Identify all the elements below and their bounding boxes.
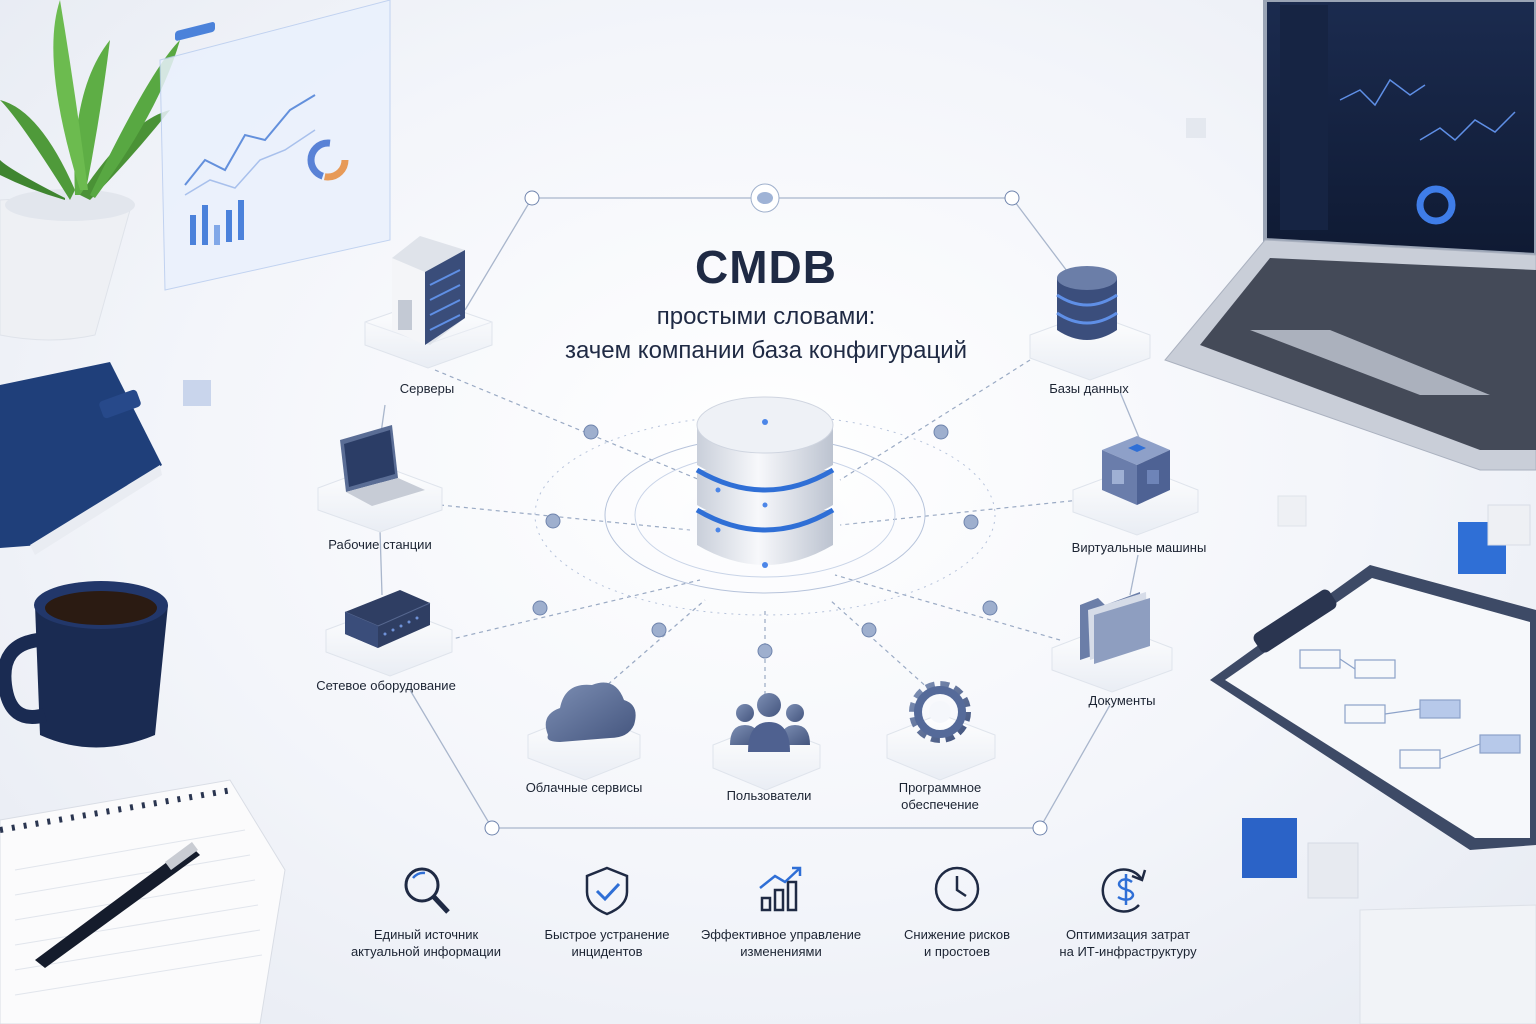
benefit-line1: Оптимизация затрат (1065, 927, 1191, 942)
benefit-line1: Быстрое устранение (544, 927, 670, 942)
cube-icon (1102, 436, 1170, 505)
cubes-decoration (183, 118, 1536, 1024)
benefit-line2: на ИТ-инфраструктуру (1059, 944, 1197, 959)
workstations-label: Рабочие станции (328, 537, 432, 552)
network-frame (379, 197, 1141, 829)
users-label: Пользователи (726, 788, 812, 803)
benefit-changes: Эффективное управление изменениями (686, 926, 876, 960)
network-switch-icon (344, 590, 431, 648)
users-group-icon (730, 693, 810, 752)
clock-icon (934, 866, 980, 912)
benefit-single-source: Единый источник актуальной информации (331, 926, 521, 960)
folder-icon (1080, 592, 1150, 664)
documents-label: Документы (1088, 693, 1156, 708)
page-subtitle-line1: простыми словами: (656, 303, 876, 330)
benefit-line1: Единый источник (373, 927, 479, 942)
page-subtitle-line2: зачем компании база конфигураций (564, 337, 968, 364)
database-icon (1056, 266, 1118, 340)
server-rack-icon (392, 236, 465, 345)
gear-icon (909, 681, 971, 743)
servers-label: Серверы (399, 381, 455, 396)
shield-check-icon (585, 866, 629, 916)
workstations-node[interactable] (317, 425, 443, 533)
dollar-cycle-icon (1101, 868, 1147, 913)
benefit-line2: инцидентов (571, 944, 643, 959)
servers-node[interactable] (364, 236, 493, 369)
network-node[interactable] (325, 590, 453, 677)
connector-dots (484, 190, 1048, 836)
benefit-line2: актуальной информации (350, 944, 502, 959)
laptop-decoration (1164, 0, 1536, 471)
vms-label: Виртуальные машины (1071, 540, 1207, 555)
top-node-dot (750, 183, 780, 213)
page-title: CMDB (695, 241, 837, 293)
clipboard-decoration (1210, 565, 1536, 850)
dashboard-panel-decoration (159, 0, 391, 291)
benefit-incidents: Быстрое устранение инцидентов (512, 926, 702, 960)
databases-node[interactable] (1029, 266, 1151, 381)
notebook-decoration (0, 362, 162, 555)
databases-label: Базы данных (1049, 381, 1129, 396)
coffee-mug-decoration (0, 581, 168, 748)
benefit-costs: Оптимизация затрат на ИТ-инфраструктуру (1033, 926, 1223, 960)
documents-node[interactable] (1051, 592, 1173, 693)
growth-chart-icon (759, 866, 802, 912)
plant-decoration (0, 0, 180, 341)
vms-node[interactable] (1072, 436, 1199, 536)
benefit-risks: Снижение рисков и простоев (862, 926, 1052, 960)
users-node[interactable] (712, 693, 821, 791)
benefit-line1: Эффективное управление (700, 927, 862, 942)
software-label-line1: Программное (898, 780, 982, 795)
software-node[interactable] (886, 681, 996, 781)
cloud-icon (545, 682, 636, 742)
software-label-line2: обеспечение (901, 797, 979, 812)
notepad-decoration (0, 779, 286, 1024)
benefit-line2: изменениями (740, 944, 822, 959)
cloud-label: Облачные сервисы (525, 780, 643, 795)
software-label: Программное обеспечение (899, 779, 982, 813)
cloud-node[interactable] (527, 682, 641, 781)
benefit-line2: и простоев (923, 944, 991, 959)
central-database-icon (695, 396, 835, 568)
laptop-icon (340, 425, 425, 506)
network-label: Сетевое оборудование (316, 678, 456, 693)
benefit-line1: Снижение рисков (904, 927, 1010, 942)
magnifier-icon (404, 867, 450, 914)
